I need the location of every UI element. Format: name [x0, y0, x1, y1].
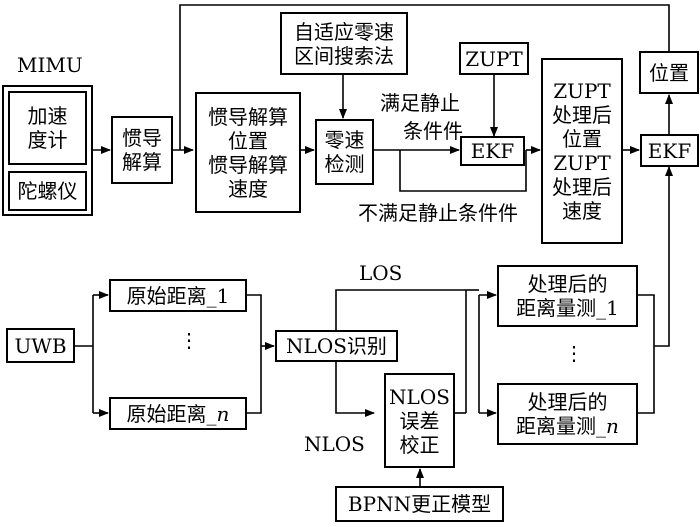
mimu-box	[2, 85, 93, 216]
nlos-correction-line-1: NLOS	[389, 384, 450, 409]
raw-range-n-text: 原始距离_	[126, 401, 217, 426]
nlos-correction-line-2: 误差	[399, 408, 440, 433]
adaptive-search-line-1: 自适应零速	[294, 19, 394, 44]
adaptive-search-box: 自适应零速 区间搜索法	[280, 12, 408, 75]
processed-range-n-index: n	[606, 414, 619, 438]
condition-met-line-2: 条件件	[403, 119, 463, 143]
ekf-1-label: EKF	[470, 139, 515, 163]
processed-range-n-text: 距离量测_	[516, 414, 607, 438]
processed-range-n-line-1: 处理后的	[527, 390, 608, 414]
adaptive-search-line-2: 区间搜索法	[294, 43, 394, 68]
processed-range-ellipsis: ⋮	[564, 341, 584, 365]
raw-range-1-index: 1	[216, 283, 230, 308]
processed-range-1-text: 距离量测_	[516, 296, 607, 320]
raw-range-n-box: 原始距离_n	[109, 397, 247, 430]
zupt-results-line-2: 处理后	[552, 103, 612, 127]
raw-range-1-text: 原始距离_	[126, 283, 217, 308]
nlos-correction-line-3: 校正	[399, 432, 440, 457]
ekf-2-label: EKF	[647, 138, 692, 163]
nlos-identification-box: NLOS识别	[275, 330, 398, 362]
gyroscope-label: 陀螺仪	[17, 179, 78, 203]
ins-velocity-line-2: 速度	[228, 176, 268, 201]
position-output-label: 位置	[649, 60, 689, 85]
zero-velocity-detection-box: 零速 检测	[315, 119, 374, 185]
los-label: LOS	[359, 261, 403, 285]
mimu-title: MIMU	[17, 53, 83, 77]
ins-solution-line-1: 惯导	[122, 126, 162, 150]
raw-range-1-box: 原始距离_1	[109, 279, 247, 312]
zupt-results-line-5: 处理后	[552, 175, 612, 199]
raw-range-n-label: 原始距离_n	[127, 402, 230, 426]
ins-results-box: 惯导解算 位置 惯导解算 速度	[195, 92, 301, 213]
zupt-results-line-1: ZUPT	[553, 79, 611, 103]
bpnn-label: BPNN更正模型	[347, 492, 492, 516]
ins-position-line-1: 惯导解算	[208, 104, 288, 129]
gyroscope-box: 陀螺仪	[8, 171, 87, 211]
zupt-label: ZUPT	[465, 46, 523, 71]
processed-range-n-line-2: 距离量测_n	[516, 414, 619, 438]
raw-range-n-index: n	[216, 401, 230, 426]
ins-velocity-line-1: 惯导解算	[208, 152, 288, 177]
accelerometer-line-2: 度计	[27, 128, 68, 152]
processed-range-ellipsis-glyph: ⋮	[564, 341, 584, 365]
accelerometer-box: 加速 度计	[8, 91, 87, 165]
zupt-results-line-3: 位置	[562, 127, 602, 151]
zupt-results-line-4: ZUPT	[553, 151, 611, 175]
zupt-results-line-6: 速度	[562, 199, 602, 223]
ekf-box-1: EKF	[460, 136, 525, 166]
condition-not-met-label: 不满足静止条件件	[358, 201, 518, 225]
ekf-box-2: EKF	[640, 134, 699, 167]
position-output-box: 位置	[639, 51, 699, 94]
processed-range-1-index: 1	[606, 296, 619, 320]
processed-range-1-line-2: 距离量测_1	[516, 296, 619, 320]
nlos-correction-box: NLOS 误差 校正	[384, 373, 455, 468]
nlos-identification-label: NLOS识别	[286, 334, 387, 358]
bpnn-box: BPNN更正模型	[335, 486, 504, 522]
condition-met-line-1: 满足静止	[380, 91, 460, 115]
nlos-label: NLOS	[304, 432, 365, 456]
raw-range-1-label: 原始距离_1	[127, 284, 230, 308]
uwb-label: UWB	[14, 333, 67, 358]
uwb-box: UWB	[6, 328, 75, 363]
raw-range-ellipsis: ⋮	[179, 328, 199, 352]
zv-detection-line-2: 检测	[324, 152, 365, 176]
processed-range-1-box: 处理后的 距离量测_1	[497, 265, 638, 327]
accelerometer-line-1: 加速	[27, 104, 68, 128]
zupt-box: ZUPT	[459, 42, 529, 75]
ins-position-line-2: 位置	[228, 128, 268, 153]
processed-range-1-line-1: 处理后的	[527, 272, 608, 296]
zupt-results-box: ZUPT 处理后 位置 ZUPT 处理后 速度	[541, 58, 623, 244]
ins-solution-box: 惯导 解算	[111, 116, 173, 184]
ins-solution-line-2: 解算	[122, 150, 162, 174]
processed-range-n-box: 处理后的 距离量测_n	[497, 383, 638, 445]
zv-detection-line-1: 零速	[324, 128, 365, 152]
raw-range-ellipsis-glyph: ⋮	[179, 328, 199, 352]
